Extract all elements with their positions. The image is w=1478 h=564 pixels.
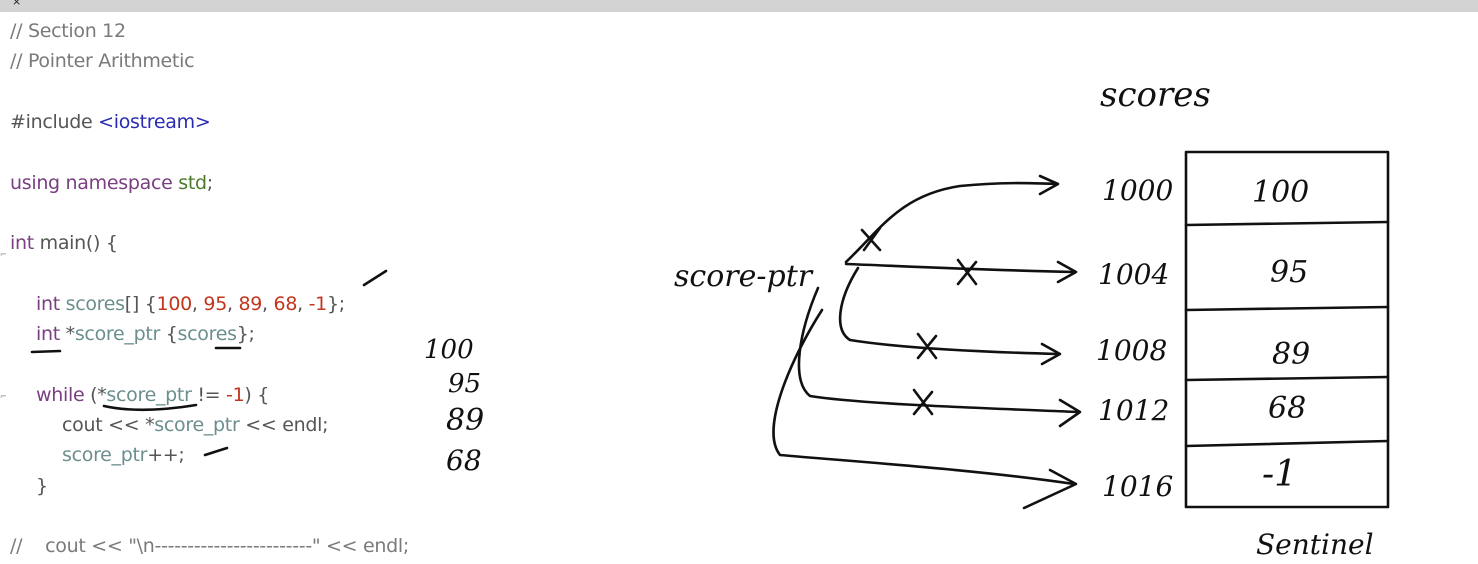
code-text: cout [62, 414, 103, 436]
code-operator: ++; [147, 444, 185, 466]
arrowhead [1056, 260, 1078, 284]
cross-mark [956, 258, 978, 286]
code-text: << endl; [239, 414, 329, 436]
address-label: 1000 [1102, 174, 1173, 207]
cell-value: -1 [1262, 454, 1297, 495]
number-literal: 89 [238, 293, 263, 315]
cell-value: 95 [1270, 255, 1308, 290]
editor-tab-strip: × [0, 0, 1478, 12]
cross-mark [860, 226, 882, 252]
address-label: 1016 [1102, 470, 1173, 503]
code-punctuation: { [160, 323, 178, 345]
identifier: score_ptr [74, 323, 161, 345]
arrow-to-1008 [838, 266, 1060, 356]
close-icon[interactable]: × [12, 0, 22, 8]
address-label: 1004 [1098, 258, 1169, 291]
code-punctuation: } [36, 475, 48, 497]
keyword: while [36, 384, 85, 406]
preprocessor-directive: #include [10, 111, 99, 133]
identifier: score_ptr [154, 414, 240, 436]
address-label: 1008 [1096, 334, 1167, 367]
code-operator: << * [102, 414, 155, 436]
arrowhead [1040, 342, 1062, 366]
code-punctuation: , [191, 293, 204, 315]
fold-marker-icon[interactable]: ⌐ [0, 250, 7, 259]
code-editor[interactable]: // Section 12 // Pointer Arithmetic #inc… [0, 16, 620, 564]
cell-value: 89 [1272, 337, 1310, 372]
identifier: scores [59, 293, 125, 315]
arrow-to-1004 [844, 262, 1076, 274]
arrow-to-1012 [797, 286, 1080, 414]
memory-box [1184, 150, 1390, 509]
comment: cout << "\n------------------------" << … [22, 535, 409, 557]
address-label: 1012 [1098, 394, 1169, 427]
keyword: int [36, 293, 60, 315]
code-line-commented-cout: // cout << "\n------------------------" … [10, 531, 409, 561]
keyword: int [36, 323, 60, 345]
arrow-to-1016 [772, 308, 1076, 486]
code-line-cout: cout << *score_ptr << endl; [62, 410, 328, 440]
comment: // [10, 535, 23, 557]
code-punctuation: ) { [244, 384, 270, 406]
code-punctuation: (* [84, 384, 107, 406]
number-literal: 68 [273, 293, 298, 315]
code-line-main: int main() { [10, 228, 118, 258]
keyword: int [10, 232, 34, 254]
code-punctuation: ; [206, 172, 213, 194]
code-line-scores-decl: int scores[] {100, 95, 89, 68, -1}; [36, 289, 345, 319]
include-header: <iostream> [98, 111, 211, 133]
number-literal: -1 [226, 384, 245, 406]
arrowhead [1058, 398, 1082, 428]
code-line-while: while (*score_ptr != -1) { [36, 380, 269, 410]
cell-value: 68 [1268, 391, 1306, 426]
namespace-name: std [178, 172, 207, 194]
fold-marker-icon[interactable]: ⌐ [0, 392, 7, 401]
code-line-increment: score_ptr++; [62, 440, 185, 470]
arrowhead [1038, 174, 1060, 196]
code-text: main() { [33, 232, 118, 254]
cross-mark [916, 332, 938, 360]
comment: // Pointer Arithmetic [10, 50, 195, 72]
code-punctuation: [] { [124, 293, 157, 315]
number-literal: 95 [203, 293, 227, 315]
cell-divider [1184, 220, 1390, 227]
pointer-label: score-ptr [674, 259, 814, 294]
number-literal: -1 [308, 293, 328, 315]
code-line-using: using namespace std; [10, 168, 213, 198]
identifier: score_ptr [106, 384, 192, 406]
arrow-to-1000 [844, 181, 1058, 264]
code-line-close-brace: } [36, 471, 48, 501]
cell-divider [1184, 305, 1390, 312]
array-label: scores [1100, 75, 1211, 115]
code-punctuation: , [226, 293, 239, 315]
keyword: using namespace [10, 172, 179, 194]
code-punctuation: }; [326, 293, 345, 315]
identifier: scores [177, 323, 237, 345]
arrowhead [1022, 468, 1078, 510]
code-operator: != [191, 384, 227, 406]
code-punctuation: , [262, 293, 274, 315]
code-punctuation: }; [236, 323, 255, 345]
cross-mark [912, 388, 934, 416]
sentinel-label: Sentinel [1256, 528, 1374, 561]
code-line-include: #include <iostream> [10, 107, 211, 137]
code-line-2: // Pointer Arithmetic [10, 46, 195, 76]
code-line-ptr-decl: int *score_ptr {scores}; [36, 319, 255, 349]
code-line-1: // Section 12 [10, 16, 126, 46]
cell-divider [1184, 439, 1390, 448]
comment: // Section 12 [10, 20, 126, 42]
identifier: score_ptr [62, 444, 148, 466]
cell-divider [1184, 375, 1390, 382]
code-punctuation: * [59, 323, 76, 345]
code-punctuation: , [297, 293, 309, 315]
number-literal: 100 [156, 293, 193, 315]
cell-value: 100 [1252, 175, 1309, 210]
